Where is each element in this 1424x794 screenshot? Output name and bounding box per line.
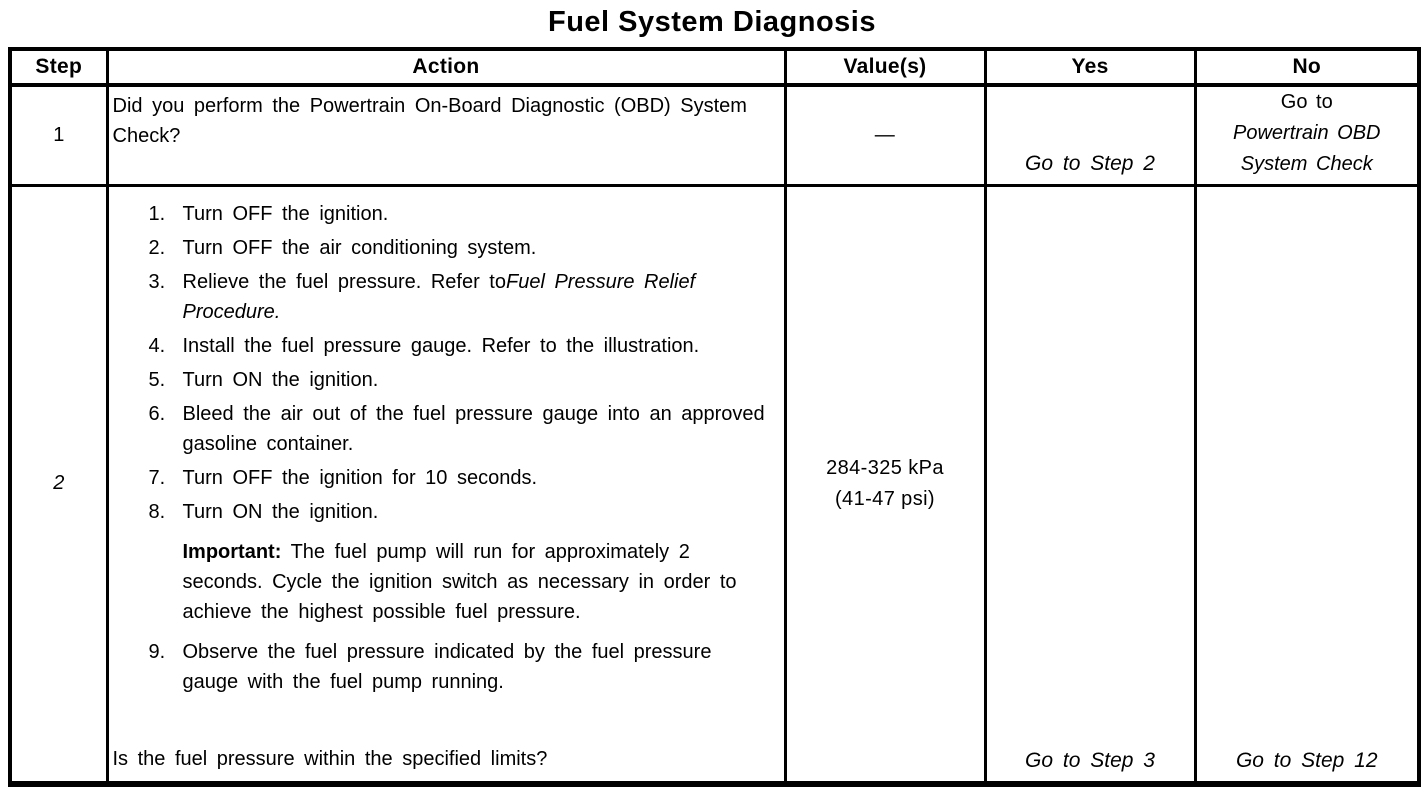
action-step-item: 7. Turn OFF the ignition for 10 seconds. <box>149 463 776 493</box>
action-step-item: 2. Turn OFF the air conditioning system. <box>149 233 776 263</box>
yes-cell: Go to Step 3 <box>983 184 1197 785</box>
action-step-number: 3. <box>148 271 166 293</box>
action-step-item: 5. Turn ON the ignition. <box>149 365 776 395</box>
table-row-step-2: 2 1. Turn OFF the ignition. 2. Turn OFF the… <box>8 184 1421 785</box>
value-line: 284-325 kPa <box>826 456 944 479</box>
action-step-text: Turn ON the ignition. <box>182 501 379 523</box>
action-step-item: 8. Turn ON the ignition. <box>149 497 776 527</box>
action-step-text: Install the fuel pressure gauge. Refer t… <box>182 335 700 357</box>
action-step-number: 5. <box>148 369 166 391</box>
action-step-text: Observe the fuel pressure indicated by t… <box>182 641 712 693</box>
no-cell: Go to Powertrain OBD System Check <box>1193 83 1421 187</box>
important-note: Important: The fuel pump will run for ap… <box>149 537 776 627</box>
header-row: Step Action Value(s) Yes No <box>8 47 1421 87</box>
col-header-values: Value(s) <box>783 47 987 87</box>
action-step-item: 1. Turn OFF the ignition. <box>149 199 776 229</box>
yes-goto-text: Go to Step 2 <box>1025 152 1155 175</box>
action-step-item: 4. Install the fuel pressure gauge. Refer… <box>149 331 776 361</box>
col-header-yes: Yes <box>983 47 1197 87</box>
col-header-action: Action <box>105 47 787 87</box>
action-step-number: 6. <box>148 403 166 425</box>
action-list: 1. Turn OFF the ignition. 2. Turn OFF the a… <box>113 195 776 701</box>
value-cell: — <box>783 83 987 187</box>
action-step-item: 6. Bleed the air out of the fuel pressure… <box>149 399 776 459</box>
no-ref-line1: Powertrain OBD <box>1233 122 1381 144</box>
value-line: (41-47 psi) <box>835 487 935 510</box>
action-step-text: Turn OFF the ignition for 10 seconds. <box>182 467 538 489</box>
action-step-text: Turn ON the ignition. <box>182 369 379 391</box>
no-ref-line2: System Check <box>1240 153 1373 175</box>
value-spec: 284-325 kPa (41-47 psi) <box>783 184 987 785</box>
action-step-text: Turn OFF the ignition. <box>182 203 389 225</box>
action-step-text: Relieve the fuel pressure. Refer toFuel … <box>182 271 696 323</box>
action-cell: 1. Turn OFF the ignition. 2. Turn OFF the a… <box>105 184 787 785</box>
action-step-number: 1. <box>148 203 166 225</box>
yes-goto-text: Go to Step 3 <box>1025 748 1155 772</box>
col-header-no: No <box>1193 47 1421 87</box>
no-goto-prefix: Go to <box>1280 91 1333 113</box>
action-question: Did you perform the Powertrain On-Board … <box>105 83 787 187</box>
action-step-number: 9. <box>148 641 166 663</box>
action-step-number: 8. <box>148 501 166 523</box>
action-step-item: 3. Relieve the fuel pressure. Refer toFue… <box>149 267 776 327</box>
fuel-system-diagnosis-table: Step Action Value(s) Yes No 1 Did you pe… <box>8 47 1421 787</box>
action-question: Is the fuel pressure within the specifie… <box>112 748 548 770</box>
col-header-step: Step <box>8 47 109 87</box>
action-step-number: 2. <box>148 237 166 259</box>
yes-cell: Go to Step 2 <box>983 83 1197 187</box>
step-number: 1 <box>8 83 109 187</box>
action-step-text: Important: The fuel pump will run for ap… <box>182 541 737 623</box>
action-step-text: Turn OFF the air conditioning system. <box>182 237 537 259</box>
action-step-text: Bleed the air out of the fuel pressure g… <box>182 403 765 455</box>
no-goto-text: Go to Step 12 <box>1235 748 1378 772</box>
action-step-number <box>149 537 183 627</box>
page-title: Fuel System Diagnosis <box>548 6 876 38</box>
action-step-item: 9. Observe the fuel pressure indicated by… <box>149 637 776 697</box>
table-row-step-1: 1 Did you perform the Powertrain On-Boar… <box>8 83 1421 187</box>
action-step-number: 4. <box>148 335 166 357</box>
no-cell: Go to Step 12 <box>1193 184 1421 785</box>
step-number: 2 <box>8 184 109 785</box>
action-step-number: 7. <box>148 467 166 489</box>
